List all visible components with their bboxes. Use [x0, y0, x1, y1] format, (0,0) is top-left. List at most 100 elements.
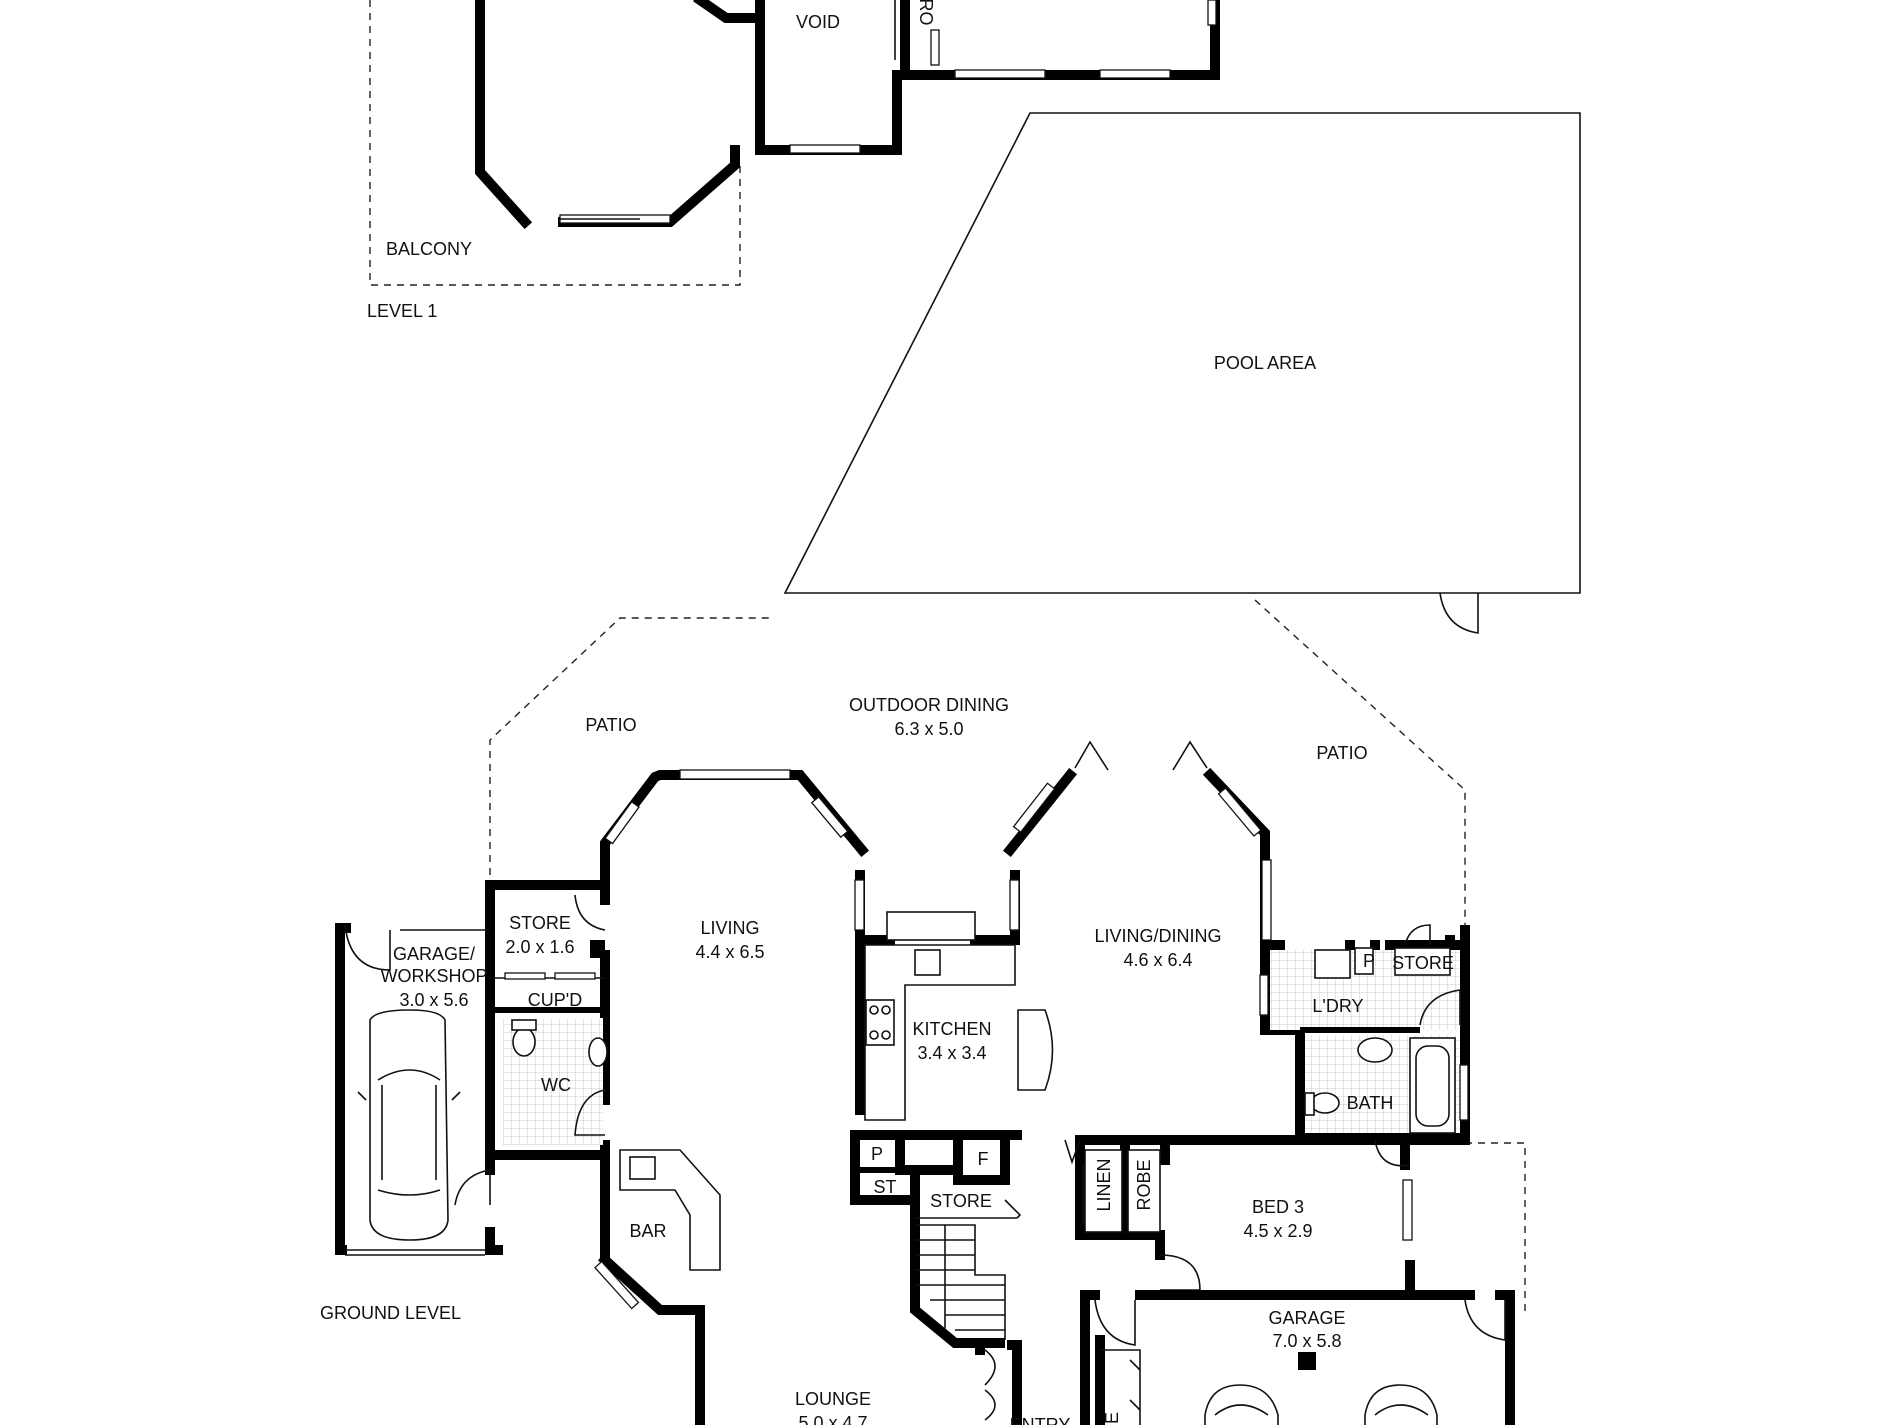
- room-size-kitchen: 3.4 x 3.4: [917, 1043, 986, 1063]
- room-label-balcony: BALCONY: [386, 239, 472, 259]
- kitchen-window-left: [854, 879, 865, 931]
- garage-workshop-wall: [335, 923, 503, 1255]
- pantry-upper-box: [1354, 947, 1374, 975]
- laundry-window: [1259, 974, 1269, 1016]
- room-label-garage: GARAGE: [1268, 1308, 1345, 1328]
- room-label-living-dining: LIVING/DINING: [1094, 926, 1221, 946]
- stairs-icon: [915, 1224, 1006, 1340]
- room-size-garage: 7.0 x 5.8: [1272, 1331, 1341, 1351]
- room-label-cupd: CUP'D: [528, 990, 582, 1010]
- cupd-door: [504, 972, 546, 980]
- room-label-linen: LINEN: [1094, 1158, 1114, 1211]
- garage-pillar: [1298, 1352, 1316, 1370]
- void-window: [789, 144, 861, 154]
- kitchen-bench-top: [886, 911, 976, 941]
- level1-door-ro: [930, 29, 940, 66]
- garage-workshop-door-swing: [344, 924, 490, 971]
- bed3-window: [1402, 1179, 1413, 1241]
- level1-bay-room-wall: [475, 0, 765, 230]
- wc-door-swing: [574, 1089, 606, 1136]
- room-label-laundry: L'DRY: [1312, 996, 1363, 1016]
- wc-basin-icon: [588, 1037, 608, 1067]
- bed3-ext-door: [1374, 1139, 1411, 1167]
- dining-side-window: [1261, 859, 1272, 941]
- room-size-living-dining: 4.6 x 6.4: [1123, 950, 1192, 970]
- room-label-bath: BATH: [1347, 1093, 1394, 1113]
- room-size-bed3: 4.5 x 2.9: [1243, 1221, 1312, 1241]
- garage-workshop-side-door: [454, 1169, 491, 1206]
- car-icon: [357, 1009, 461, 1241]
- dining-bay-window-left: [1012, 782, 1056, 834]
- garage-door-swing-right: [1464, 1299, 1506, 1341]
- room-label-robe: ROBE: [1134, 1159, 1154, 1210]
- room-label-garage-workshop-2: WORKSHOP: [380, 966, 487, 986]
- bar-wall: [597, 1150, 705, 1425]
- room-label-pantry-upper: P: [1363, 951, 1375, 971]
- level-label-level1: LEVEL 1: [367, 301, 437, 321]
- pool-area-outline: [783, 112, 1581, 594]
- garage-car-icon-2: [1364, 1384, 1438, 1425]
- room-size-garage-workshop: 3.0 x 5.6: [399, 990, 468, 1010]
- bath-door-swing: [1419, 989, 1461, 1026]
- living-bay-window: [679, 769, 791, 780]
- garage-car-icon-1: [1204, 1384, 1279, 1425]
- garage-door-swing-left: [1094, 1299, 1136, 1346]
- room-label-store-1: STORE: [509, 913, 571, 933]
- store-upper-door: [1404, 924, 1431, 946]
- pool-area-plan: POOL AREA: [783, 112, 1581, 634]
- room-label-void: VOID: [796, 12, 840, 32]
- room-label-pool-area: POOL AREA: [1214, 353, 1316, 373]
- entry-door-swing: [984, 1349, 996, 1421]
- bath-toilet-icon: [1304, 1092, 1340, 1116]
- outdoor-bifold-doors: [1074, 740, 1208, 771]
- garage-store-e: [1100, 1349, 1141, 1425]
- bed3-door-swing: [1159, 1254, 1201, 1291]
- room-label-patio-right: PATIO: [1316, 743, 1367, 763]
- dining-bay-wall: [1002, 767, 1285, 950]
- room-label-store-lower: STORE: [930, 1191, 992, 1211]
- room-label-garage-store: E: [1102, 1412, 1122, 1424]
- store-upper-box: [1394, 947, 1451, 976]
- room-size-store-1: 2.0 x 1.6: [505, 937, 574, 957]
- balcony-outline: [369, 0, 741, 286]
- living-bay-window-left: [604, 800, 640, 845]
- ground-level-plan: PATIO PATIO OUTDOOR DINING 6.3 x 5.0 LIV…: [320, 599, 1526, 1425]
- store-pillar: [590, 940, 605, 958]
- room-label-pantry-lower: P: [871, 1144, 883, 1164]
- level1-window-2: [1099, 69, 1171, 79]
- room-label-garage-workshop-1: GARAGE/: [393, 944, 475, 964]
- room-size-lounge: 5.0 x 4.7: [798, 1413, 867, 1425]
- garage-wall: [1080, 1290, 1515, 1425]
- bed3-closet-door: [1064, 1139, 1081, 1165]
- level1-window-1: [954, 69, 1046, 79]
- store-door-swing: [574, 894, 606, 931]
- room-label-kitchen: KITCHEN: [912, 1019, 991, 1039]
- level1-window-3: [1207, 0, 1217, 26]
- room-label-st: ST: [873, 1177, 896, 1197]
- kitchen-island: [1017, 1009, 1054, 1091]
- kitchen-window-right: [1009, 879, 1020, 931]
- room-label-bed3: BED 3: [1252, 1197, 1304, 1217]
- dining-bay-window-right: [1217, 787, 1262, 837]
- living-bay-window-right: [810, 796, 849, 839]
- stove-icon: [865, 999, 895, 1046]
- bar-window: [594, 1260, 640, 1310]
- room-size-outdoor-dining: 6.3 x 5.0: [894, 719, 963, 739]
- pool-gate-swing: [1439, 592, 1479, 634]
- room-label-store-upper: STORE: [1392, 953, 1454, 973]
- bar-counter: [619, 1149, 721, 1271]
- room-label-living: LIVING: [700, 918, 759, 938]
- toilet-icon: [511, 1019, 537, 1057]
- bed3-wall: [1075, 1135, 1470, 1295]
- room-label-fridge: F: [978, 1149, 989, 1169]
- bath-window: [1459, 1064, 1469, 1121]
- room-size-living: 4.4 x 6.5: [695, 942, 764, 962]
- living-bay-wall: [600, 770, 870, 905]
- level-1-plan: VOID RO BALCONY LEVEL 1: [367, 0, 1220, 321]
- room-label-ro: RO: [916, 0, 936, 26]
- basin-icon: [1357, 1037, 1393, 1063]
- bathtub-icon: [1409, 1037, 1456, 1134]
- bar-sink-icon: [629, 1156, 656, 1180]
- room-label-outdoor-dining: OUTDOOR DINING: [849, 695, 1009, 715]
- kitchen-counter: [864, 944, 1016, 1121]
